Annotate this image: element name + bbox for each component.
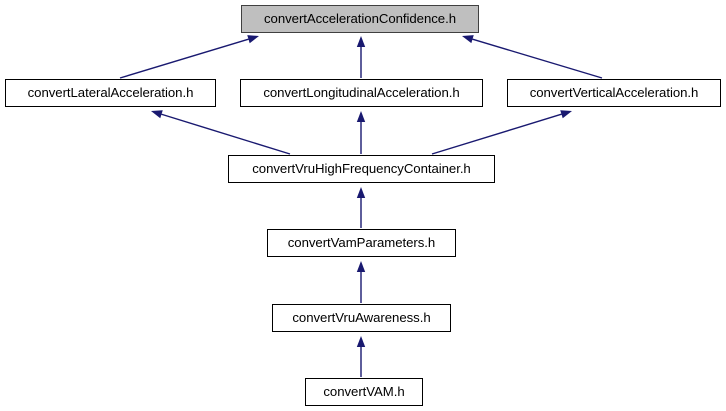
edge-vertical-to-confidence bbox=[472, 38, 603, 79]
node-convertLateralAcceleration[interactable]: convertLateralAcceleration.h bbox=[5, 79, 216, 107]
edge-vruhf-to-vertical bbox=[431, 113, 562, 155]
edge-vertical-to-confidence-arrowhead-icon bbox=[462, 35, 474, 44]
edge-vruhf-to-lateral-arrowhead-icon bbox=[151, 110, 163, 119]
node-label-convertVerticalAcceleration: convertVerticalAcceleration.h bbox=[529, 85, 699, 101]
node-convertAccelerationConfidence: convertAccelerationConfidence.h bbox=[241, 5, 479, 33]
edge-vamparams-to-vruhf-arrowhead-icon bbox=[356, 187, 366, 198]
edge-lateral-to-confidence-arrowhead-icon bbox=[247, 35, 259, 44]
edge-vruhf-to-vertical-arrowhead-icon bbox=[560, 110, 572, 119]
edge-longitudinal-to-confidence-arrowhead-icon bbox=[356, 36, 366, 47]
node-convertVAM[interactable]: convertVAM.h bbox=[305, 378, 423, 406]
node-convertVamParameters[interactable]: convertVamParameters.h bbox=[267, 229, 456, 257]
node-label-convertVamParameters: convertVamParameters.h bbox=[287, 235, 436, 251]
node-label-convertVruAwareness: convertVruAwareness.h bbox=[292, 310, 431, 326]
edge-lateral-to-confidence bbox=[119, 38, 249, 79]
node-label-convertVAM: convertVAM.h bbox=[323, 384, 405, 400]
edge-vruawareness-to-vamparams-arrowhead-icon bbox=[356, 261, 366, 272]
node-label-convertLateralAcceleration: convertLateralAcceleration.h bbox=[27, 85, 194, 101]
edge-vruhf-to-lateral bbox=[161, 113, 291, 155]
node-convertVruAwareness[interactable]: convertVruAwareness.h bbox=[272, 304, 451, 332]
node-label-convertVruHighFrequencyContainer: convertVruHighFrequencyContainer.h bbox=[252, 161, 471, 177]
node-convertVruHighFrequencyContainer[interactable]: convertVruHighFrequencyContainer.h bbox=[228, 155, 495, 183]
node-label-convertLongitudinalAcceleration: convertLongitudinalAcceleration.h bbox=[263, 85, 460, 101]
node-convertVerticalAcceleration[interactable]: convertVerticalAcceleration.h bbox=[507, 79, 721, 107]
node-convertLongitudinalAcceleration[interactable]: convertLongitudinalAcceleration.h bbox=[240, 79, 483, 107]
edge-vam-to-vruawareness-arrowhead-icon bbox=[356, 336, 366, 347]
edge-vruhf-to-longitudinal-arrowhead-icon bbox=[356, 111, 366, 122]
node-label-convertAccelerationConfidence: convertAccelerationConfidence.h bbox=[264, 11, 456, 27]
